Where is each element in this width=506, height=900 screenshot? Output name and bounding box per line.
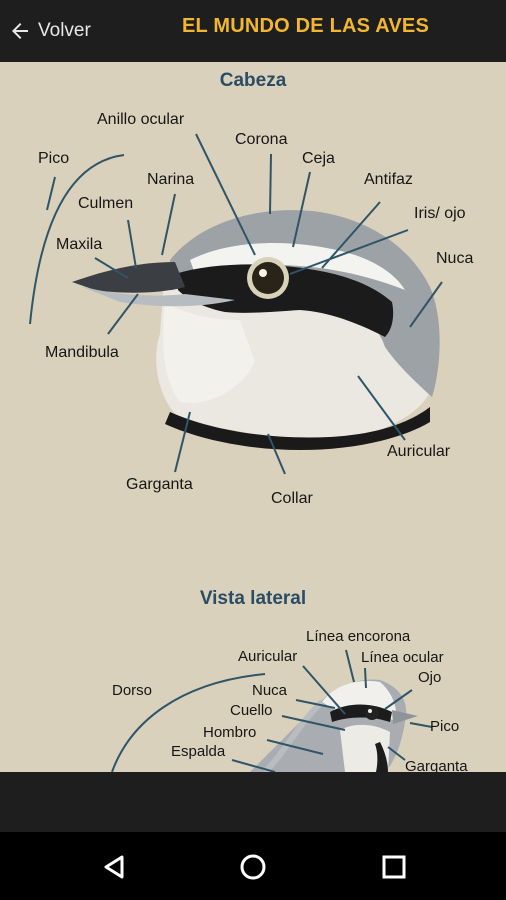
recents-square-icon[interactable] bbox=[376, 849, 412, 885]
label-ceja: Ceja bbox=[302, 150, 335, 167]
section-title-lateral: Vista lateral bbox=[199, 588, 307, 609]
label-mandibula: Mandibula bbox=[45, 344, 119, 361]
page-indicator-dot bbox=[0, 772, 506, 832]
label-garganta: Garganta bbox=[126, 476, 193, 493]
label-cuello: Cuello bbox=[230, 702, 273, 719]
label-antifaz: Antifaz bbox=[364, 171, 413, 188]
back-button[interactable]: Volver bbox=[8, 12, 91, 50]
label-pico-lateral: Pico bbox=[430, 718, 460, 735]
home-circle-icon[interactable] bbox=[235, 849, 271, 885]
bird-head-illustration bbox=[72, 210, 440, 450]
label-linea-encorona: Línea encorona bbox=[306, 628, 411, 645]
label-garganta-lateral: Garganta bbox=[405, 758, 468, 772]
label-ojo: Ojo bbox=[418, 669, 442, 686]
system-nav-bar bbox=[0, 832, 506, 900]
bird-diagram bbox=[29, 133, 443, 772]
label-hombro: Hombro bbox=[203, 724, 257, 741]
label-pico: Pico bbox=[38, 150, 70, 167]
lateral-leader-lines bbox=[111, 649, 433, 772]
label-maxila: Maxila bbox=[56, 236, 103, 253]
head-leader-lines bbox=[29, 133, 443, 475]
label-auricular: Auricular bbox=[387, 443, 451, 460]
label-corona: Corona bbox=[235, 131, 288, 148]
back-button-label: Volver bbox=[38, 20, 91, 41]
label-iris-ojo: Iris/ ojo bbox=[414, 205, 466, 222]
back-triangle-icon[interactable] bbox=[96, 849, 132, 885]
page-title: EL MUNDO DE LAS AVES bbox=[182, 15, 429, 37]
illustration-page[interactable]: Cabeza Anillo ocular Corona Ceja Pico Na… bbox=[0, 62, 506, 772]
label-auricular-lateral: Auricular bbox=[238, 648, 298, 665]
label-narina: Narina bbox=[147, 171, 195, 188]
arrow-left-icon bbox=[12, 23, 28, 39]
label-nuca: Nuca bbox=[436, 250, 474, 267]
label-anillo-ocular: Anillo ocular bbox=[97, 111, 185, 128]
section-title-head: Cabeza bbox=[219, 70, 287, 91]
label-linea-ocular: Línea ocular bbox=[361, 649, 444, 666]
label-collar: Collar bbox=[271, 490, 313, 507]
label-espalda: Espalda bbox=[171, 743, 226, 760]
app-bar: Volver EL MUNDO DE LAS AVES bbox=[0, 0, 506, 62]
label-culmen: Culmen bbox=[78, 195, 134, 212]
label-nuca-lateral: Nuca bbox=[252, 682, 288, 699]
label-dorso: Dorso bbox=[112, 682, 153, 699]
